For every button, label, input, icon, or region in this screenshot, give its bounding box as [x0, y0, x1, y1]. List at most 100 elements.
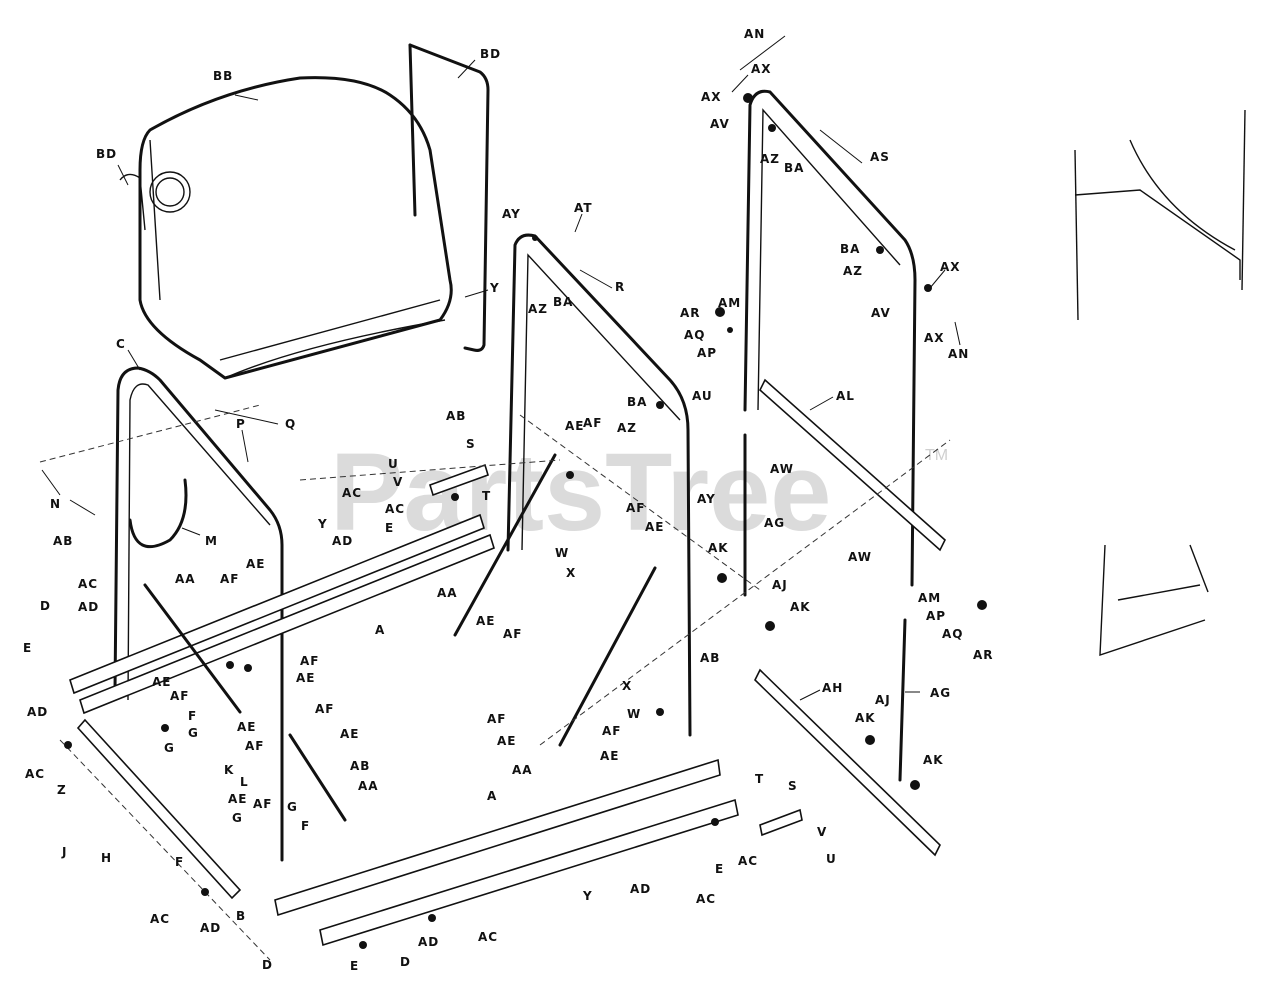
callout-af-11: AF	[253, 797, 272, 811]
callout-az-1: AZ	[528, 302, 548, 316]
callout-af-3: AF	[170, 689, 189, 703]
callout-g-1: G	[188, 726, 199, 740]
callout-d-1: D	[40, 599, 51, 613]
grass-bag	[119, 76, 453, 380]
callout-a-1: A	[375, 623, 385, 637]
callout-y-1: Y	[489, 281, 500, 295]
callout-b: B	[236, 909, 246, 923]
callout-ae-2: AE	[296, 671, 315, 685]
callout-g-3: G	[287, 800, 298, 814]
callout-f-1: F	[188, 709, 197, 723]
callout-d-2: D	[262, 958, 273, 972]
callout-bb: BB	[213, 69, 233, 83]
callout-ag-1: AG	[764, 516, 785, 530]
callout-ba-2: BA	[627, 395, 647, 409]
callout-aw-1: AW	[770, 462, 794, 476]
callout-z: Z	[57, 783, 67, 797]
callout-g-2: G	[164, 741, 175, 755]
callout-w-2: W	[627, 707, 641, 721]
callout-ba-1: BA	[553, 295, 573, 309]
detail-inset-lower	[1099, 544, 1209, 656]
callout-aj-1: AJ	[772, 578, 788, 592]
callout-ab-4: AB	[350, 759, 370, 773]
assembly-lines	[39, 404, 951, 961]
callout-ad-4: AD	[200, 921, 221, 935]
callout-ae-6: AE	[645, 520, 664, 534]
callout-ab-1: AB	[53, 534, 73, 548]
front-frame	[113, 366, 284, 862]
callout-e-4: E	[350, 959, 359, 973]
callout-x-2: X	[622, 679, 632, 693]
callout-ae-4: AE	[237, 720, 256, 734]
callout-k: K	[224, 763, 234, 777]
callout-ae-3: AE	[152, 675, 171, 689]
callout-aq-1: AQ	[684, 328, 706, 342]
callout-af-6: AF	[626, 501, 645, 515]
bag-frame	[408, 43, 490, 352]
callout-af-4: AF	[245, 739, 264, 753]
callout-aj-2: AJ	[875, 693, 891, 707]
callout-aa-1: AA	[175, 572, 196, 586]
callout-at: AT	[574, 201, 593, 215]
callout-ac-6: AC	[738, 854, 758, 868]
callout-af-2: AF	[300, 654, 319, 668]
callout-q: Q	[285, 417, 296, 431]
callout-ak-1: AK	[708, 541, 729, 555]
callout-g-4: G	[232, 811, 243, 825]
callout-af-5: AF	[583, 416, 602, 430]
callout-af-9: AF	[602, 724, 621, 738]
callout-aa-4: AA	[358, 779, 379, 793]
rail-a-lower	[274, 758, 721, 917]
callout-az-4: AZ	[843, 264, 863, 278]
watermark-brand: PartsTree	[330, 431, 831, 554]
callout-ak-2: AK	[790, 600, 811, 614]
callout-ae-5: AE	[565, 419, 584, 433]
callout-t-1: T	[482, 489, 491, 503]
braces	[143, 433, 907, 822]
rail-ah	[754, 668, 941, 857]
callout-u-2: U	[826, 852, 837, 866]
callout-bd-1: BD	[480, 47, 501, 61]
callout-ac-8: AC	[478, 930, 498, 944]
callout-y-2: Y	[317, 517, 328, 531]
callout-av-1: AV	[710, 117, 730, 131]
callout-af-1: AF	[220, 572, 239, 586]
bracket-s-upper	[429, 463, 489, 497]
callout-ad-6: AD	[418, 935, 439, 949]
callout-ax-1: AX	[751, 62, 772, 76]
callout-ab-2: AB	[446, 409, 466, 423]
callout-au: AU	[692, 389, 713, 403]
callout-ac-3: AC	[385, 502, 405, 516]
callout-ae-9: AE	[600, 749, 619, 763]
callout-f-2: F	[301, 819, 310, 833]
callout-an-2: AN	[948, 347, 969, 361]
callout-ad-2: AD	[332, 534, 353, 548]
callout-ax-4: AX	[924, 331, 945, 345]
callout-ae-8: AE	[497, 734, 516, 748]
callout-e-2: E	[385, 521, 394, 535]
callout-ak-3: AK	[855, 711, 876, 725]
frame-rails	[69, 378, 946, 947]
callout-ay-1: AY	[502, 207, 521, 221]
callout-l: L	[240, 775, 249, 789]
callout-ba-3: BA	[784, 161, 804, 175]
callout-ar-2: AR	[973, 648, 994, 662]
callout-w-1: W	[555, 546, 569, 560]
callout-s-1: S	[466, 437, 476, 451]
leader-lines	[41, 35, 961, 701]
hardware-dots	[64, 93, 987, 949]
callout-af-7: AF	[503, 627, 522, 641]
rail-y-lower	[319, 798, 739, 947]
callout-az-2: AZ	[617, 421, 637, 435]
callout-ap-2: AP	[926, 609, 946, 623]
callout-ay-2: AY	[697, 492, 716, 506]
rail-a-upper	[69, 513, 485, 695]
callout-e-1: E	[23, 641, 32, 655]
callout-t-2: T	[755, 772, 764, 786]
rail-al	[759, 378, 946, 552]
callout-am-2: AM	[918, 591, 941, 605]
callout-a-2: A	[487, 789, 497, 803]
callout-as: AS	[870, 150, 890, 164]
rail-z	[76, 718, 242, 900]
